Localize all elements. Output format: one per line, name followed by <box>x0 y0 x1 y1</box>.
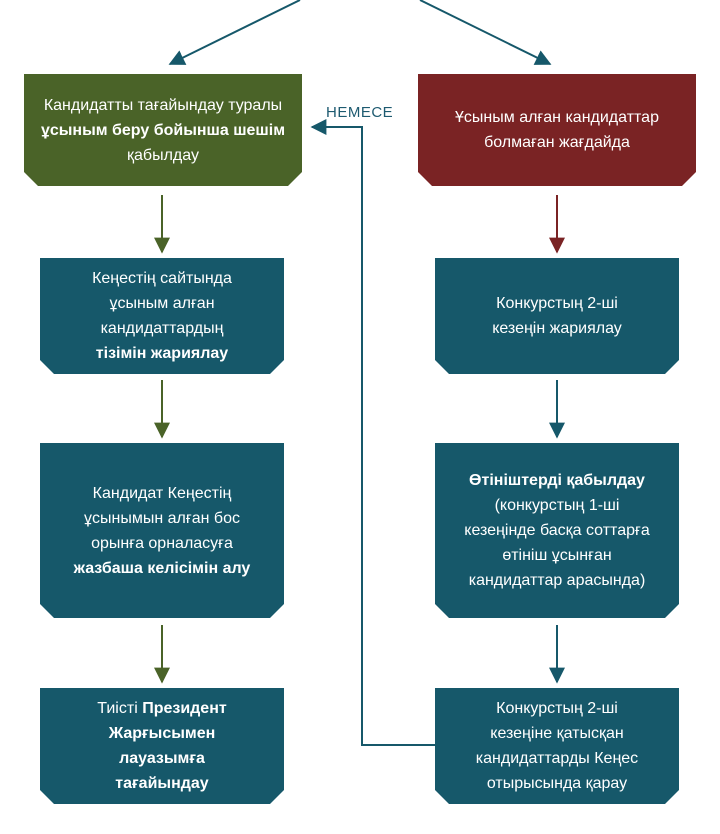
failed-line1: Ұсыным алған кандидаттар <box>455 109 659 126</box>
applications-box: Өтініштерді қабылдау (конкурстың 1-ші ке… <box>435 443 679 618</box>
stage2-announce-box: Конкурстың 2-ші кезеңін жариялау <box>435 258 679 374</box>
failed-line2: болмаған жағдайда <box>484 134 630 151</box>
arrow-loop-back <box>310 119 435 746</box>
consent-line2: ұсынымын алған бос <box>84 509 240 527</box>
review-line1: Конкурстың 2-ші <box>496 700 618 717</box>
review-line2: кезеңіне қатысқан <box>490 725 624 742</box>
applications-line5: кандидаттар арасында) <box>468 572 646 589</box>
applications-line4: өтініш ұсынған <box>502 547 612 564</box>
decision-box: Кандидатты тағайындау туралы ұсыным беру… <box>24 74 302 186</box>
review-line4: отырысында қарау <box>486 775 628 792</box>
stage2-line2: кезеңін жариялау <box>492 320 622 337</box>
consent-line3: орынға орналасуға <box>91 534 233 552</box>
publish-line4: тізімін жариялау <box>95 345 229 362</box>
appoint-line4: тағайындау <box>115 775 209 792</box>
appoint-line1-prefix: Тиісті <box>97 700 143 717</box>
publish-line1: Кеңестің сайтында <box>92 270 232 287</box>
or-label: НЕМЕСЕ <box>326 104 394 121</box>
stage2-line1: Конкурстың 2-ші <box>496 295 618 312</box>
applications-line1: Өтініштерді қабылдау <box>469 472 645 489</box>
decision-line2: ұсыным беру бойынша шешім <box>40 121 286 139</box>
council-review-box: Конкурстың 2-ші кезеңіне қатысқан кандид… <box>435 688 679 804</box>
appoint-line3: лауазымға <box>119 750 205 767</box>
publish-list-box: Кеңестің сайтында ұсыным алған кандидатт… <box>40 258 284 374</box>
publish-line3: кандидаттардың <box>100 320 224 337</box>
applications-line2: (конкурстың 1-ші <box>494 497 620 514</box>
applications-line3: кезеңінде басқа соттарға <box>464 522 650 539</box>
review-line3: кандидаттарды Кеңес <box>475 750 639 767</box>
appointment-box: Тиісті Президент Жарғысымен лауазымға та… <box>40 688 284 804</box>
consent-line1: Кандидат Кеңестің <box>92 484 232 502</box>
arrow-top-left <box>168 0 301 65</box>
appoint-line2: Жарғысымен <box>108 725 216 742</box>
decision-line3: қабылдау <box>127 146 199 164</box>
arrow-top-right <box>419 0 552 65</box>
appoint-line1-bold: Президент <box>142 700 227 717</box>
decision-line1: Кандидатты тағайындау туралы <box>43 96 283 114</box>
consent-line4: жазбаша келісімін алу <box>73 559 251 577</box>
competition-failed-box: Ұсыным алған кандидаттар болмаған жағдай… <box>418 74 696 186</box>
publish-line2: ұсыным алған <box>109 295 215 312</box>
written-consent-box: Кандидат Кеңестің ұсынымын алған бос оры… <box>40 443 284 618</box>
